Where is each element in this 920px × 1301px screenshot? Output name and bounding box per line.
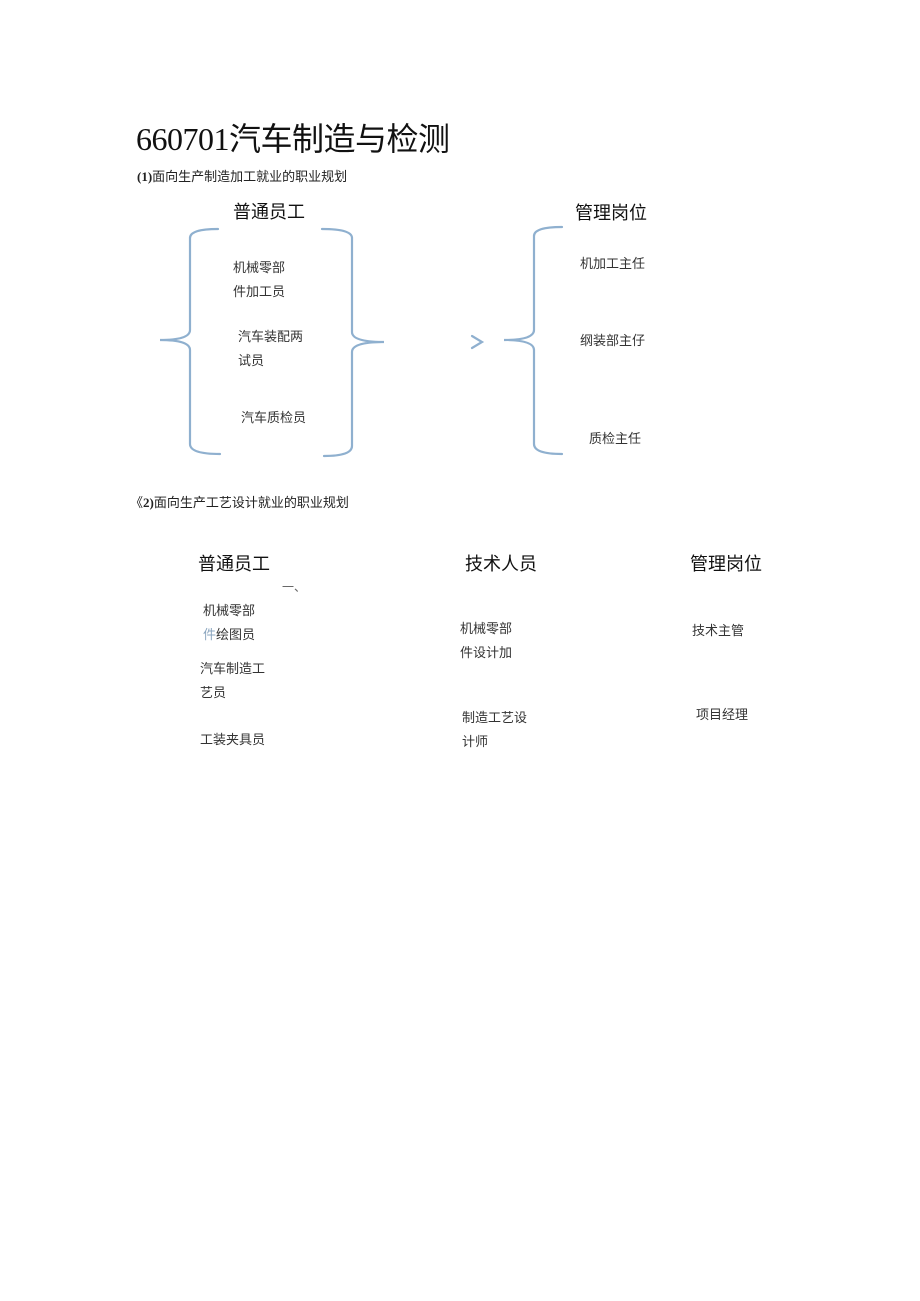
- stray-mark: 一、: [282, 580, 307, 594]
- list-item: 机械零部 件加工员: [233, 257, 285, 305]
- section2-heading: 《2)面向生产工艺设计就业的职业规划: [130, 492, 349, 511]
- manager-brace-icon: [503, 225, 564, 456]
- section1-heading: (1)面向生产制造加工就业的职业规划: [137, 166, 347, 185]
- arrow-icon: [470, 334, 485, 350]
- right-brace-icon: [320, 227, 385, 458]
- list-item: 汽车装配两 试员: [238, 326, 303, 374]
- list-item: 工装夹具员: [200, 729, 265, 753]
- item-line: 制造工艺设: [462, 711, 528, 726]
- item-line: 机械零部: [233, 261, 286, 276]
- section2-heading-prefix: 《: [130, 496, 144, 511]
- left-brace-icon: [159, 227, 222, 456]
- bracket-diagram: [159, 225, 564, 458]
- section2-col2-label: 技术人员: [465, 554, 537, 575]
- item-line: 汽车制造工: [200, 662, 266, 677]
- item-line-rest: 绘图员: [216, 628, 256, 643]
- item-line: 件绘图员: [203, 624, 255, 648]
- item-line: 艺员: [200, 686, 227, 701]
- list-item: 汽车质检员: [241, 407, 306, 431]
- list-item: 质检主任: [589, 432, 642, 447]
- list-item: 制造工艺设 计师: [462, 707, 527, 755]
- list-item: 机械零部 件设计加: [460, 618, 512, 666]
- item-line: 件加工员: [233, 285, 286, 300]
- item-line: 机械零部: [460, 622, 513, 637]
- list-item: 项目经理: [696, 708, 749, 723]
- document-title: 660701汽车制造与检测: [136, 121, 450, 157]
- item-line: 件设计加: [460, 646, 513, 661]
- item-line-faint-char: 件: [203, 628, 217, 643]
- section1-heading-number: (1): [137, 169, 153, 184]
- list-item: 机械零部 件绘图员: [203, 600, 255, 648]
- section1-left-label: 普通员工: [233, 202, 305, 223]
- item-line: 工装夹具员: [200, 733, 266, 748]
- item-line: 汽车装配两: [238, 330, 304, 345]
- section2-col3-label: 管理岗位: [690, 554, 762, 575]
- section1-right-label: 管理岗位: [575, 203, 647, 224]
- section2-heading-text: 面向生产工艺设计就业的职业规划: [153, 496, 349, 511]
- list-item: 技术主管: [692, 624, 745, 639]
- item-line: 机械零部: [203, 604, 256, 619]
- item-line: 试员: [238, 354, 265, 369]
- item-line: 汽车质检员: [241, 411, 307, 426]
- item-line: 计师: [462, 735, 489, 750]
- section2-heading-number: 2): [143, 495, 154, 510]
- list-item: 汽车制造工 艺员: [200, 658, 265, 706]
- section1-heading-text: 面向生产制造加工就业的职业规划: [152, 170, 348, 185]
- section2-col1-label: 普通员工: [198, 554, 270, 575]
- list-item: 机加工主任: [580, 257, 646, 272]
- list-item: 纲装部主仔: [580, 334, 646, 349]
